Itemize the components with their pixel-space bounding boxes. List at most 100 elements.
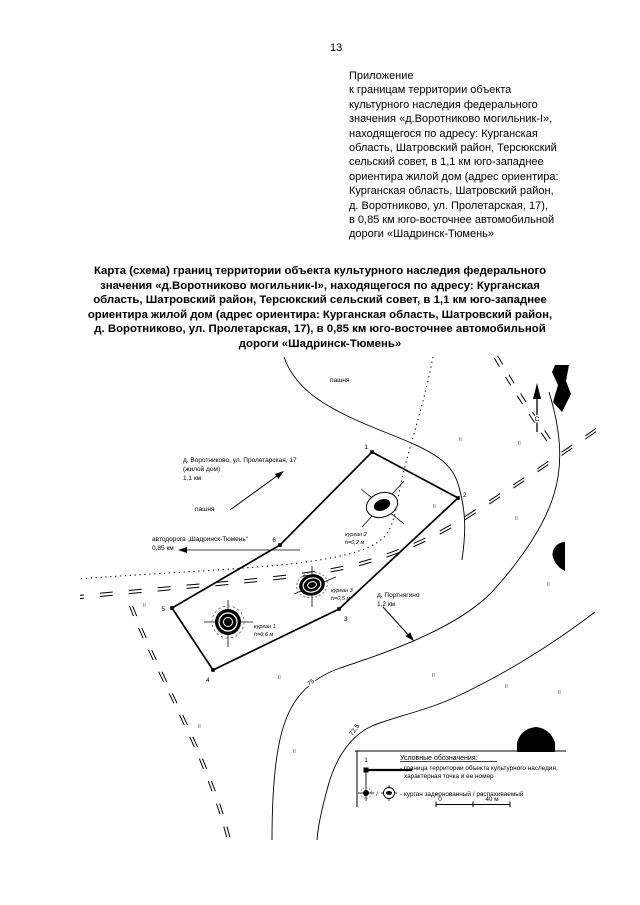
legend: 1 / Условные обозначения: - граница терр… <box>355 750 566 807</box>
kurgan-3-symbol <box>293 566 337 607</box>
contour-75-curve <box>271 391 561 841</box>
appendix-header: Приложение к границам территории объекта… <box>349 69 559 242</box>
field-mark: II <box>518 441 521 447</box>
map-title-line: д. Воротниково, ул. Пролетарская, 17), в… <box>94 323 546 335</box>
vertex-dot <box>278 543 282 547</box>
kurgan-1-height: h=0,6 м <box>254 632 273 638</box>
map-title-line: ориентира жилой дом (адрес ориентира: Ку… <box>87 308 553 321</box>
vertex-number: 1 <box>364 444 368 451</box>
scale-max-label: 40 м <box>485 796 498 803</box>
appendix-line: к границам территории объекта <box>349 84 512 97</box>
appendix-line: культурного наследия федерального <box>349 98 538 111</box>
map-title: Карта (схема) границ территории объекта … <box>52 264 588 351</box>
page-number: 13 <box>330 42 343 54</box>
appendix-line: область, Шатровский район, Терсюкский <box>349 142 557 155</box>
legend-boundary-text-line1: - граница территории объекта культурного… <box>400 764 558 772</box>
orientir-arrow <box>229 471 284 511</box>
appendix-line: Приложение <box>349 70 414 82</box>
north-arrow: С <box>533 383 541 432</box>
field-label-top: пашня <box>330 377 350 384</box>
appendix-line: д. Воротниково, ул. Пролетарская, 17), <box>349 199 548 212</box>
legend-kurgan-sodded-icon <box>358 785 374 801</box>
appendix-line: сельский совет, в 1,1 км юго-западнее <box>349 156 544 169</box>
scale-zero-label: 0 <box>438 796 442 803</box>
legend-kurgan-plowed-icon <box>381 785 397 801</box>
field-mark: II <box>198 724 201 730</box>
contour-72-label: 72,5 <box>348 723 361 738</box>
vertex-dot <box>337 607 341 611</box>
vertex-number: 3 <box>344 616 348 623</box>
legend-point-dot <box>363 767 369 773</box>
field-mark: II <box>293 749 296 755</box>
legend-boundary-text-line2: характерная точка и ее номер <box>404 773 494 780</box>
dirt-road-southwest <box>128 605 232 841</box>
vertex-number: 6 <box>272 537 276 544</box>
landmark-dome-shape <box>517 727 555 752</box>
vertex-number: 5 <box>161 606 165 613</box>
kurgan-1-symbol <box>204 600 253 647</box>
boundary-vertex-dots <box>170 450 460 672</box>
field-mark: II <box>432 673 435 679</box>
appendix-line: значения «д.Воротниково могильник-I», <box>349 113 553 126</box>
contour-lines <box>271 356 596 841</box>
field-label-left: пашня <box>195 506 215 513</box>
appendix-line: дороги «Шадринск-Тюмень» <box>349 228 494 241</box>
field-mark: II <box>278 675 281 681</box>
vertex-dot <box>170 606 174 610</box>
kurgan-3-height: h=0,5 м <box>331 596 350 602</box>
arrowhead-icon <box>178 547 187 553</box>
appendix-line: находящегося по адресу: Курганская <box>349 127 538 140</box>
vertex-dot <box>370 450 374 454</box>
scale-bar: 0 40 м <box>435 796 511 807</box>
orientir-label-line1: д. Воротниково, ул. Пролетарская, 17 <box>183 457 297 464</box>
kurgan-2-label: курган 2 <box>345 532 367 538</box>
road-label-line1: автодорога „Шадринск-Тюмень“ <box>152 536 248 543</box>
territory-boundary-polygon <box>170 450 460 672</box>
dirt-road-main <box>79 427 597 600</box>
landmark-flag-shape <box>552 542 565 571</box>
field-mark: II <box>143 603 146 609</box>
map-title-line: Карта (схема) границ территории объекта … <box>93 265 547 277</box>
field-mark: II <box>505 684 508 690</box>
kurgan-2-symbol <box>360 480 405 528</box>
contour-75-label: 75 <box>306 678 316 688</box>
appendix-line: Курганская область, Шатровский район, <box>349 185 554 198</box>
boundary-vertex-numbers: 1 2 3 4 5 6 <box>161 444 467 684</box>
portnyagino-label-line1: д. Портнягино <box>377 592 420 599</box>
orientir-label-line3: 1,1 км <box>183 475 202 482</box>
legend-title: Условные обозначения: <box>400 754 478 762</box>
map-title-line: значения «д.Воротниково могильник-I», на… <box>100 279 540 292</box>
contour-72-curve <box>316 611 596 841</box>
landmark-forest-patch <box>552 365 571 412</box>
field-mark: II <box>558 690 561 696</box>
legend-point-number: 1 <box>364 757 368 764</box>
appendix-line: ориентира жилой дом (адрес ориентира: <box>349 170 559 183</box>
field-mark: II <box>433 504 436 510</box>
north-label: С <box>535 416 540 423</box>
kurgan-3-label: курган 3 <box>331 588 354 594</box>
map-schema: 1 2 3 4 5 6 курган 1 h=0,6 м курган 2 h=… <box>77 355 597 841</box>
appendix-line: в 0,85 км юго-восточнее автомобильной <box>349 214 555 227</box>
map-title-line: область, Шатровский район, Терсюкский се… <box>93 294 547 306</box>
legend-kurgan-separator: / <box>376 791 378 798</box>
north-arrowhead-icon <box>533 383 541 399</box>
portnyagino-arrow <box>382 606 414 641</box>
field-mark: II <box>459 437 462 443</box>
legend-border <box>355 750 566 807</box>
dirt-road-northeast <box>493 355 557 450</box>
vertex-dot <box>211 668 215 672</box>
trail-dotted <box>77 356 434 580</box>
vertex-number: 2 <box>463 492 467 499</box>
kurgan-1-label: курган 1 <box>254 624 276 630</box>
vertex-dot <box>456 496 460 500</box>
portnyagino-label-line2: 1,2 км <box>377 601 396 608</box>
field-mark: II <box>515 516 518 522</box>
field-boundary-curve <box>283 356 466 561</box>
map-title-line: дороги «Шадринск-Тюмень» <box>238 337 402 350</box>
field-mark: II <box>547 582 550 588</box>
vertex-number: 4 <box>206 677 210 684</box>
field-marks: II II II II II II II II II II II II <box>143 437 561 755</box>
road-direction-arrow <box>178 547 300 553</box>
road-label-line2: 0,85 км <box>152 545 174 552</box>
